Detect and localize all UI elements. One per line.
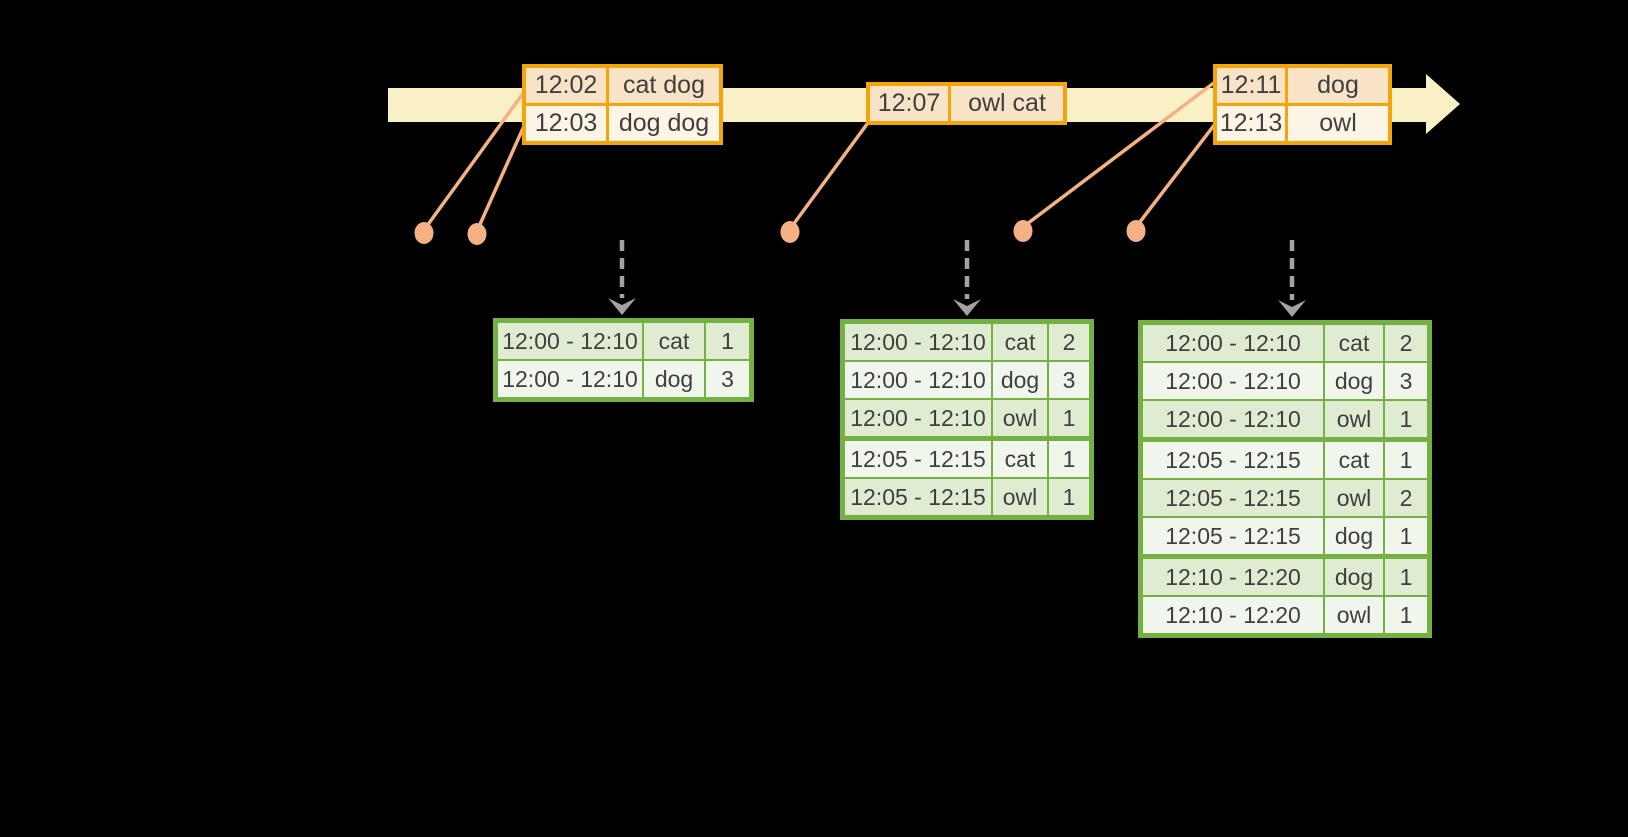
- count-cell: 2: [1385, 480, 1427, 516]
- window-cell: 12:00 - 12:10: [845, 324, 991, 360]
- event-words-cell: owl cat: [951, 86, 1063, 121]
- count-cell: 3: [1385, 363, 1427, 399]
- connector-line: [788, 118, 872, 231]
- word-cell: dog: [1325, 518, 1383, 554]
- connector-line: [422, 90, 526, 232]
- event-dot-icon: [1013, 220, 1033, 242]
- count-cell: 1: [1385, 442, 1427, 478]
- event-words-cell: dog dog: [609, 106, 719, 141]
- window-cell: 12:10 - 12:20: [1143, 559, 1323, 595]
- trigger-arrow-icon: [953, 240, 981, 316]
- count-cell: 2: [1049, 324, 1089, 360]
- word-cell: owl: [1325, 480, 1383, 516]
- word-cell: owl: [1325, 597, 1383, 633]
- window-cell: 12:00 - 12:10: [1143, 325, 1323, 361]
- window-cell: 12:10 - 12:20: [1143, 597, 1323, 633]
- event-time-cell: 12:03: [526, 106, 606, 141]
- window-cell: 12:05 - 12:15: [1143, 480, 1323, 516]
- timeline-arrowhead-icon: [1426, 74, 1460, 134]
- event-words-cell: dog: [1288, 68, 1388, 103]
- event-time-cell: 12:11: [1217, 68, 1285, 103]
- window-cell: 12:00 - 12:10: [845, 400, 991, 436]
- word-cell: dog: [993, 362, 1047, 398]
- event-time-cell: 12:02: [526, 68, 606, 103]
- count-cell: 2: [1385, 325, 1427, 361]
- count-cell: 1: [1049, 479, 1089, 515]
- count-cell: 1: [1385, 518, 1427, 554]
- word-cell: dog: [644, 361, 704, 397]
- window-cell: 12:05 - 12:15: [1143, 518, 1323, 554]
- window-cell: 12:05 - 12:15: [845, 479, 991, 515]
- event-words-cell: owl: [1288, 106, 1388, 141]
- connector-line: [1134, 122, 1217, 229]
- word-cell: owl: [1325, 401, 1383, 437]
- word-cell: owl: [993, 400, 1047, 436]
- word-cell: cat: [1325, 442, 1383, 478]
- connector-line: [1021, 80, 1217, 229]
- word-cell: dog: [1325, 363, 1383, 399]
- event-time-cell: 12:13: [1217, 106, 1285, 141]
- window-cell: 12:00 - 12:10: [1143, 363, 1323, 399]
- count-cell: 1: [1385, 597, 1427, 633]
- word-cell: cat: [993, 324, 1047, 360]
- connector-line: [475, 125, 526, 232]
- count-cell: 1: [1049, 400, 1089, 436]
- count-cell: 3: [1049, 362, 1089, 398]
- window-cell: 12:00 - 12:10: [498, 361, 642, 397]
- event-dot-icon: [780, 221, 800, 243]
- window-cell: 12:05 - 12:15: [1143, 442, 1323, 478]
- word-cell: cat: [644, 323, 704, 359]
- word-cell: owl: [993, 479, 1047, 515]
- trigger-arrow-icon: [1278, 240, 1306, 317]
- word-cell: dog: [1325, 559, 1383, 595]
- count-cell: 1: [1385, 401, 1427, 437]
- count-cell: 1: [706, 323, 749, 359]
- count-cell: 1: [1385, 559, 1427, 595]
- window-cell: 12:00 - 12:10: [845, 362, 991, 398]
- count-cell: 3: [706, 361, 749, 397]
- event-dot-icon: [1126, 220, 1146, 242]
- window-cell: 12:05 - 12:15: [845, 441, 991, 477]
- word-cell: cat: [993, 441, 1047, 477]
- window-cell: 12:00 - 12:10: [1143, 401, 1323, 437]
- event-dot-icon: [467, 223, 487, 245]
- event-time-cell: 12:07: [870, 86, 948, 121]
- event-words-cell: cat dog: [609, 68, 719, 103]
- count-cell: 1: [1049, 441, 1089, 477]
- event-dot-icon: [414, 222, 434, 244]
- window-cell: 12:00 - 12:10: [498, 323, 642, 359]
- trigger-arrow-icon: [608, 240, 636, 315]
- word-cell: cat: [1325, 325, 1383, 361]
